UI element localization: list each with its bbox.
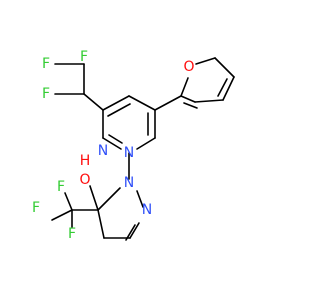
oxygen-label: O bbox=[183, 59, 194, 75]
bond bbox=[136, 190, 144, 208]
bond bbox=[128, 95, 156, 111]
fluorine-label: F bbox=[42, 86, 50, 102]
bond bbox=[136, 137, 156, 150]
fluorine-label: F bbox=[68, 226, 76, 242]
nitrogen-label: N bbox=[98, 143, 108, 159]
bond bbox=[180, 95, 196, 103]
bond bbox=[107, 103, 131, 117]
bond bbox=[222, 76, 235, 101]
bond bbox=[217, 78, 228, 97]
nitrogen-label: N bbox=[142, 202, 152, 218]
bond bbox=[89, 185, 99, 211]
hydroxyl-hydrogen-label: H bbox=[80, 153, 91, 169]
bond bbox=[108, 134, 123, 144]
nitrogen-label: N bbox=[124, 175, 134, 191]
molecule-structure-canvas: F F F N N O N N O H F F F bbox=[32, 49, 235, 242]
bond bbox=[183, 102, 198, 109]
bond bbox=[64, 192, 73, 211]
bond bbox=[195, 57, 216, 65]
bond bbox=[129, 222, 140, 239]
nitrogen-label: N bbox=[124, 145, 134, 161]
fluorine-label: F bbox=[57, 179, 65, 195]
bond bbox=[154, 95, 182, 111]
bond bbox=[102, 95, 130, 111]
bond bbox=[51, 209, 73, 221]
bond bbox=[83, 93, 104, 111]
bond bbox=[97, 187, 121, 211]
fluorine-label: F bbox=[80, 49, 88, 65]
bond bbox=[194, 99, 224, 103]
bonds bbox=[51, 57, 235, 241]
hydroxyl-oxygen-label: O bbox=[79, 172, 90, 188]
bond bbox=[214, 57, 235, 78]
fluorine-label: F bbox=[32, 200, 40, 216]
fluorine-label: F bbox=[42, 56, 50, 72]
atom-labels: F F F N N O N N O H F F F bbox=[32, 49, 195, 242]
bond bbox=[180, 77, 189, 97]
bond bbox=[97, 209, 105, 239]
bond bbox=[102, 137, 122, 150]
structure-diagram: F F F N N O N N O H F F F bbox=[32, 49, 235, 242]
